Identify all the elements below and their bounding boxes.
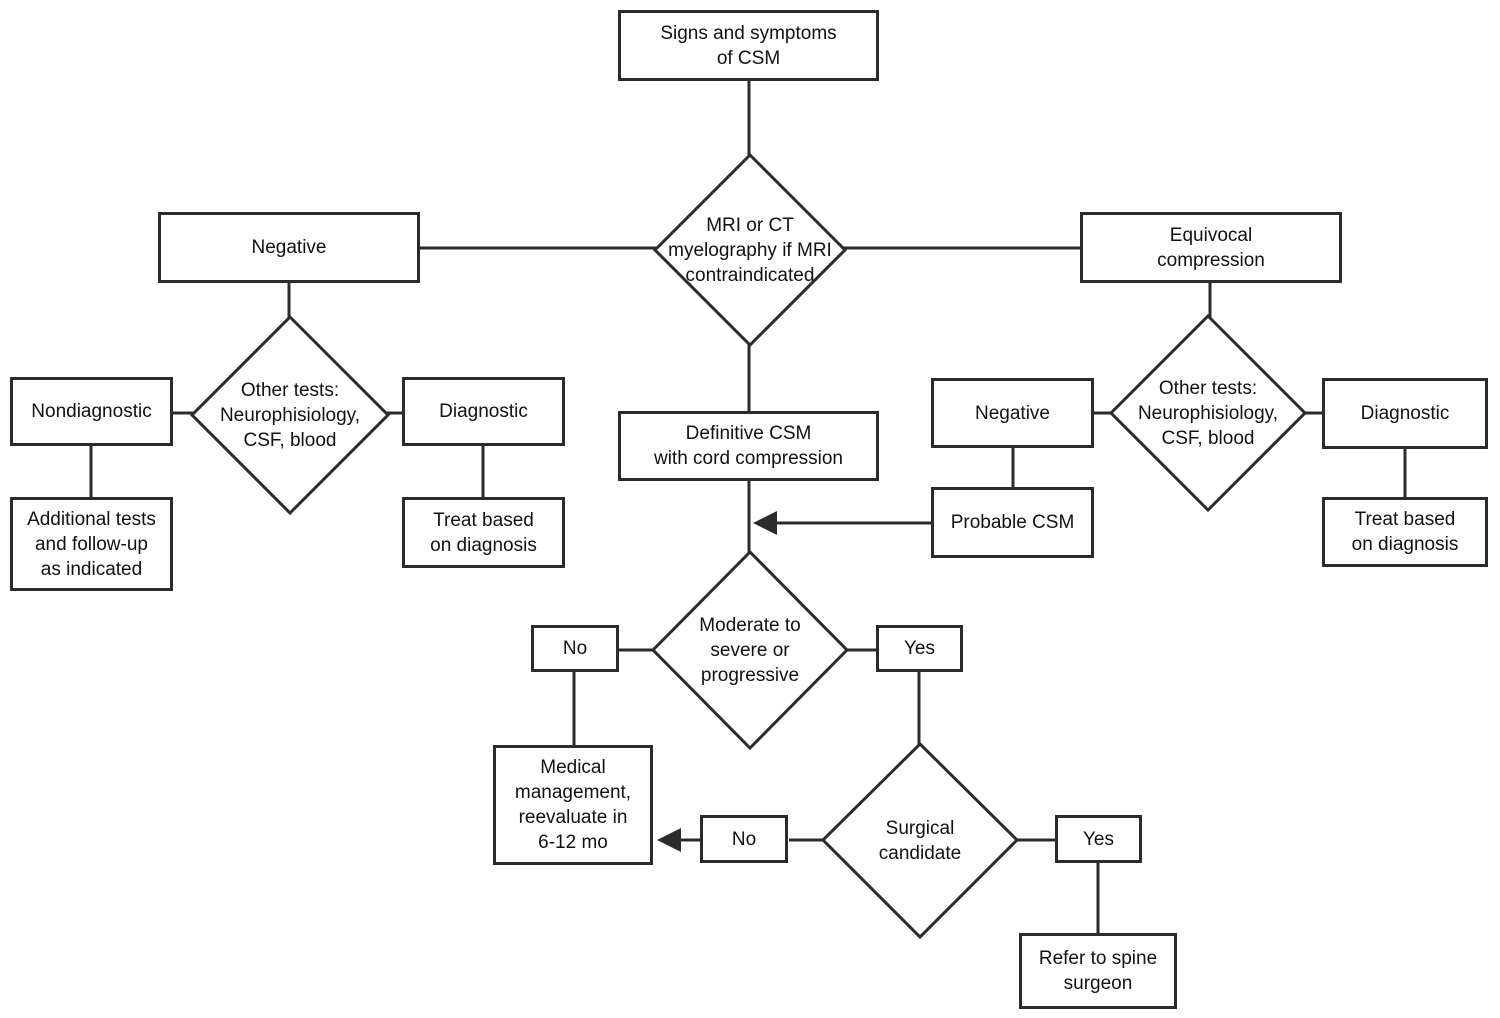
node-refer-spine-surgeon: Refer to spine surgeon — [1019, 933, 1177, 1009]
node-probable-csm-label: Probable CSM — [950, 512, 1075, 533]
node-definitive-csm: Definitive CSM with cord compression — [618, 411, 879, 481]
node-medical-management: Medical management, reevaluate in 6-12 m… — [493, 745, 653, 865]
node-yes-surgical-label: Yes — [1083, 828, 1114, 850]
node-no-moderate: No — [531, 625, 619, 672]
node-no-surgical-label: No — [731, 828, 757, 850]
node-signs-symptoms: Signs and symptoms of CSM — [618, 10, 879, 81]
node-equivocal-compression: Equivocal compression — [1080, 212, 1342, 283]
arrowhead-probable-to-center — [753, 511, 777, 535]
node-negative-left: Negative — [158, 212, 420, 283]
node-no-moderate-label: No — [562, 638, 588, 659]
node-treat-right-label: Treat based on diagnosis — [1351, 509, 1459, 555]
node-signs-symptoms-label: Signs and symptoms of CSM — [660, 22, 837, 69]
node-yes-surgical: Yes — [1055, 815, 1142, 863]
node-diagnostic-right: Diagnostic — [1322, 378, 1488, 449]
node-negative-left-label: Negative — [251, 237, 327, 258]
node-nondiagnostic: Nondiagnostic — [10, 377, 173, 446]
diamond-moderate-severe — [650, 549, 850, 751]
node-refer-spine-surgeon-label: Refer to spine surgeon — [1038, 948, 1158, 994]
arrowheads — [657, 511, 777, 852]
decision-diamonds — [189, 152, 1308, 940]
node-negative-right-label: Negative — [975, 402, 1050, 424]
node-nondiagnostic-label: Nondiagnostic — [31, 401, 152, 422]
node-yes-moderate-label: Yes — [904, 638, 935, 659]
node-treat-left-label: Treat based on diagnosis — [430, 509, 537, 556]
node-medical-management-label: Medical management, reevaluate in 6-12 m… — [514, 757, 632, 853]
node-treat-right: Treat based on diagnosis — [1322, 497, 1488, 567]
diamond-other-tests-left — [189, 314, 391, 516]
connectors — [89, 80, 1407, 934]
node-diagnostic-left-label: Diagnostic — [439, 401, 528, 422]
node-additional-tests: Additional tests and follow-up as indica… — [10, 497, 173, 591]
node-yes-moderate: Yes — [876, 625, 963, 672]
node-no-surgical: No — [700, 815, 788, 863]
node-equivocal-compression-label: Equivocal compression — [1157, 224, 1265, 271]
arrowhead-no2-to-medical — [657, 828, 681, 852]
node-treat-left: Treat based on diagnosis — [402, 497, 565, 568]
diamond-mri-ct-decision — [652, 152, 848, 348]
node-diagnostic-right-label: Diagnostic — [1360, 403, 1450, 424]
diamond-other-tests-right — [1108, 313, 1308, 513]
node-negative-right: Negative — [931, 378, 1094, 448]
diamond-surgical-candidate — [820, 741, 1020, 940]
node-diagnostic-left: Diagnostic — [402, 377, 565, 446]
node-additional-tests-label: Additional tests and follow-up as indica… — [27, 508, 156, 580]
node-probable-csm: Probable CSM — [931, 487, 1094, 558]
node-definitive-csm-label: Definitive CSM with cord compression — [653, 423, 844, 469]
